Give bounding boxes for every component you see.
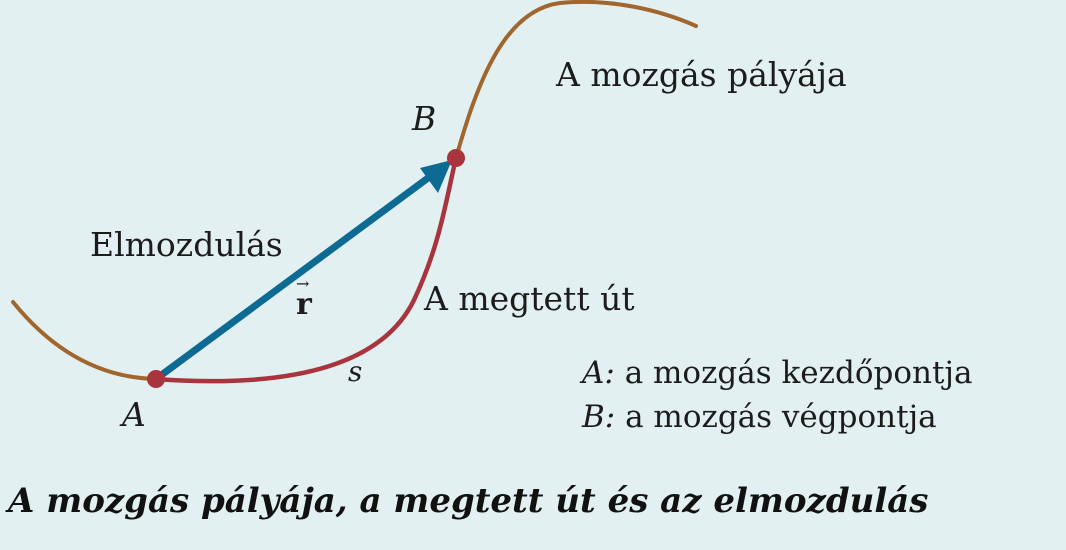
vector-arrow-accent: →: [296, 274, 310, 293]
legend-end-key: B:: [582, 399, 616, 435]
point-b-label: B: [412, 99, 437, 138]
legend-start-key: A:: [582, 355, 615, 391]
legend-end-text: a mozgás végpontja: [615, 399, 937, 435]
distance-symbol: s: [348, 355, 363, 388]
point-b-marker: [447, 149, 465, 167]
trajectory-curve-start: [11, 300, 158, 381]
legend-start: A: a mozgás kezdőpontja: [582, 358, 973, 389]
distance-path: [153, 155, 459, 384]
trajectory-label: A mozgás pályája: [556, 55, 847, 94]
displacement-label: Elmozdulás: [90, 225, 283, 264]
figure-caption: A mozgás pályája, a megtett út és az elm…: [8, 481, 929, 521]
displacement-arrow-head: [420, 160, 452, 193]
point-a-marker: [147, 370, 165, 388]
displacement-arrow-shaft: [152, 174, 432, 383]
vector-r-label: → r: [296, 276, 312, 322]
trajectory-curve-end: [454, 0, 698, 160]
distance-label: A megtett út: [424, 279, 635, 318]
legend-end: B: a mozgás végpontja: [582, 402, 937, 433]
legend-start-text: a mozgás kezdőpontja: [614, 355, 973, 391]
point-a-label: A: [122, 395, 146, 434]
vector-r-symbol: r: [296, 287, 312, 322]
